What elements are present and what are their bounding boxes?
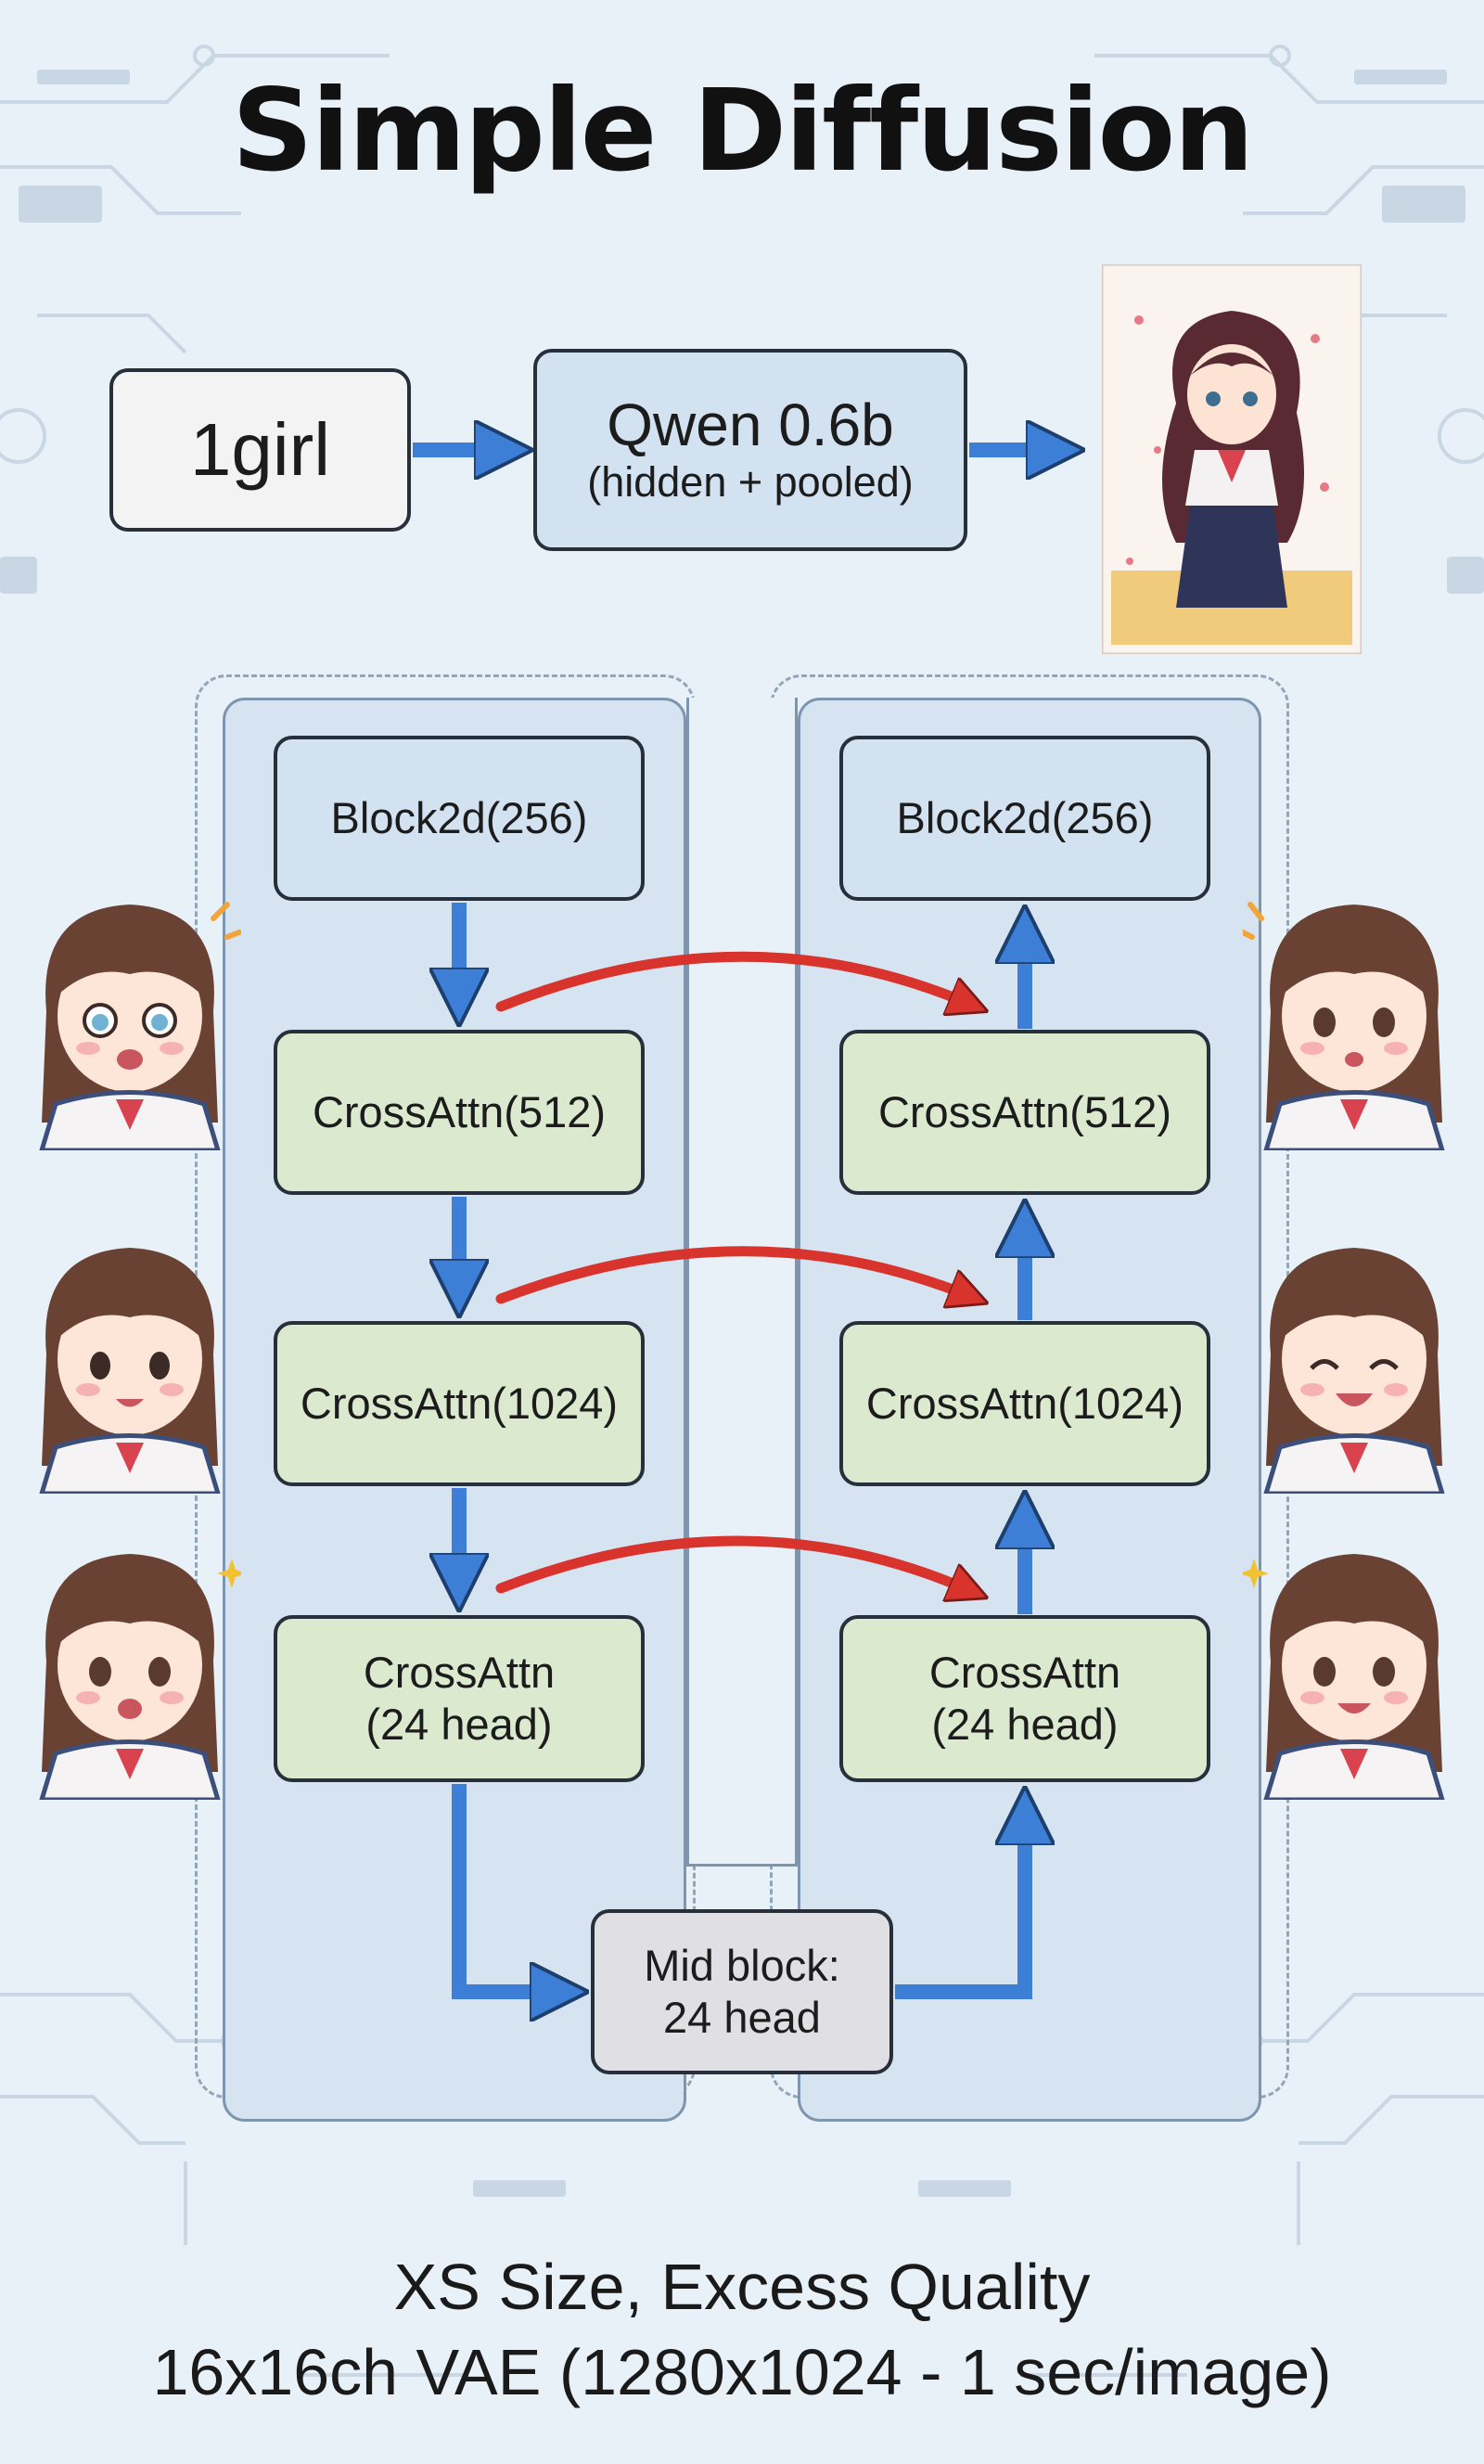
footer-specs: 16x16ch VAE (1280x1024 - 1 sec/image) — [152, 2336, 1332, 2408]
block-label: CrossAttn — [363, 1647, 556, 1697]
page-title: Simple Diffusion — [231, 65, 1254, 197]
down-crossattn-512: CrossAttn(512) — [274, 1030, 645, 1195]
block-label: CrossAttn — [928, 1647, 1121, 1697]
block-detail: (24 head) — [931, 1700, 1119, 1749]
up-crossattn-1024: CrossAttn(1024) — [839, 1321, 1210, 1486]
arrow-down-to-mid — [452, 1784, 547, 1992]
up-crossattn-512: CrossAttn(512) — [839, 1030, 1210, 1195]
encoder-detail: (hidden + pooled) — [587, 458, 914, 507]
block-label: CrossAttn(512) — [312, 1086, 607, 1136]
skip-connection-24-head — [495, 1535, 965, 1588]
mid-block-detail: 24 head — [663, 1993, 821, 2042]
mid-block-label: Mid block: — [644, 1940, 840, 1990]
down-block2d-256: Block2d(256) — [274, 736, 645, 901]
up-crossattn-24-head: CrossAttn (24 head) — [839, 1615, 1210, 1782]
block-detail: (24 head) — [365, 1700, 553, 1749]
skip-connection-512 — [495, 951, 965, 1007]
chibi-girl-laughing-right — [1263, 1248, 1445, 1494]
mid-block: Mid block: 24 head — [591, 1909, 893, 2074]
chibi-girl-surprised-right — [1243, 902, 1445, 1150]
panel-gap-line — [686, 698, 798, 1867]
chibi-girl-happy-left — [39, 1248, 221, 1494]
prompt-box: 1girl — [109, 368, 411, 532]
skip-connection-1024 — [495, 1246, 965, 1299]
down-crossattn-24-head: CrossAttn (24 head) — [274, 1615, 645, 1782]
prompt-label: 1girl — [189, 408, 331, 491]
text-encoder-box: Qwen 0.6b (hidden + pooled) — [533, 349, 967, 551]
block-label: CrossAttn(512) — [877, 1086, 1172, 1136]
chibi-girl-delighted-right — [1243, 1554, 1445, 1800]
generated-sample-image — [1102, 264, 1362, 654]
up-block2d-256: Block2d(256) — [839, 736, 1210, 901]
block-label: Block2d(256) — [330, 792, 588, 842]
chibi-girl-excited-left — [39, 1554, 241, 1800]
encoder-name: Qwen 0.6b — [607, 391, 894, 458]
down-crossattn-1024: CrossAttn(1024) — [274, 1321, 645, 1486]
chibi-girl-surprised-left — [39, 902, 241, 1150]
block-label: CrossAttn(1024) — [865, 1378, 1184, 1428]
arrow-mid-to-up — [895, 1828, 1025, 1999]
block-label: CrossAttn(1024) — [300, 1378, 619, 1428]
panel-gap — [686, 698, 798, 1867]
block-label: Block2d(256) — [896, 792, 1154, 842]
footer-tagline: XS Size, Excess Quality — [393, 2251, 1091, 2323]
